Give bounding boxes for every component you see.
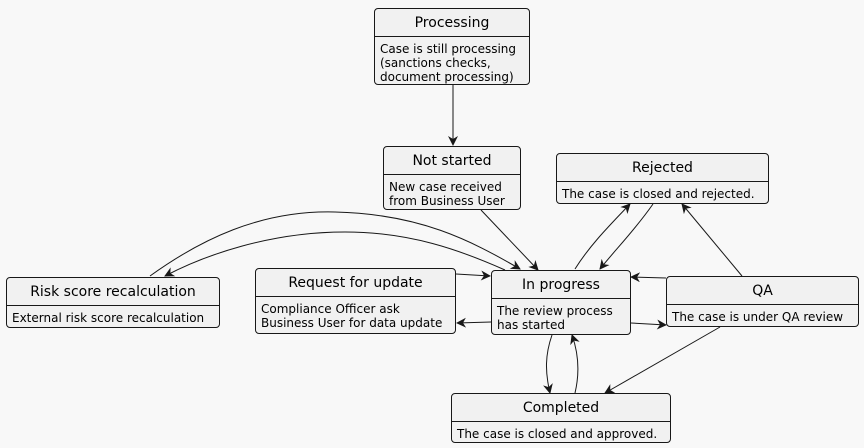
edge-completed-to-in-progress (570, 334, 580, 394)
state-request-for-update[interactable]: Request for update Compliance Officer as… (255, 268, 456, 334)
state-divider (557, 181, 768, 182)
edge-risk-score-to-in-progress (149, 211, 521, 277)
state-title: Completed (522, 400, 600, 416)
state-description: The case is under QA review (672, 310, 844, 324)
edge-qa-to-completed (604, 326, 721, 394)
state-completed[interactable]: Completed The case is closed and approve… (451, 393, 671, 443)
state-processing[interactable]: Processing Case is still processing (san… (374, 8, 530, 85)
edge-in-progress-to-completed (543, 334, 553, 394)
state-not-started[interactable]: Not started New case received from Busin… (383, 146, 521, 210)
state-description: Compliance Officer ask Business User for… (261, 302, 443, 330)
state-description: New case received from Business User (389, 180, 505, 208)
state-description: The review process has started (497, 304, 613, 332)
state-title: Not started (412, 153, 492, 169)
state-divider (452, 421, 670, 422)
edge-in-progress-to-risk-score (164, 231, 506, 277)
edge-in-progress-to-qa (630, 319, 667, 330)
state-risk-score-recalculation[interactable]: Risk score recalculation External risk s… (6, 277, 220, 328)
edge-in-progress-to-request-update (456, 317, 492, 328)
state-title: Processing (414, 15, 490, 31)
edge-request-update-to-in-progress (455, 270, 491, 281)
state-title: Request for update (288, 275, 423, 291)
state-title: Risk score recalculation (30, 284, 196, 300)
state-description: External risk score recalculation (12, 311, 205, 325)
state-title: In progress (522, 277, 600, 293)
edge-qa-to-rejected (681, 203, 743, 277)
state-divider (375, 36, 529, 37)
state-divider (384, 174, 520, 175)
state-in-progress[interactable]: In progress The review process has start… (491, 270, 631, 335)
state-divider (7, 305, 219, 306)
edge-qa-to-in-progress (630, 272, 667, 283)
edge-not-started-to-in-progress (480, 209, 539, 271)
state-description: Case is still processing (sanctions chec… (380, 42, 517, 84)
state-divider (667, 304, 858, 305)
edge-rejected-to-in-progress (599, 203, 654, 270)
state-description: The case is closed and approved. (457, 427, 658, 441)
state-title: QA (752, 283, 773, 299)
state-qa[interactable]: QA The case is under QA review (666, 276, 859, 327)
state-divider (492, 298, 630, 299)
state-divider (256, 296, 455, 297)
state-description: The case is closed and rejected. (562, 187, 755, 201)
edge-in-progress-to-rejected (574, 203, 631, 270)
state-title: Rejected (632, 160, 693, 176)
state-rejected[interactable]: Rejected The case is closed and rejected… (556, 153, 769, 204)
